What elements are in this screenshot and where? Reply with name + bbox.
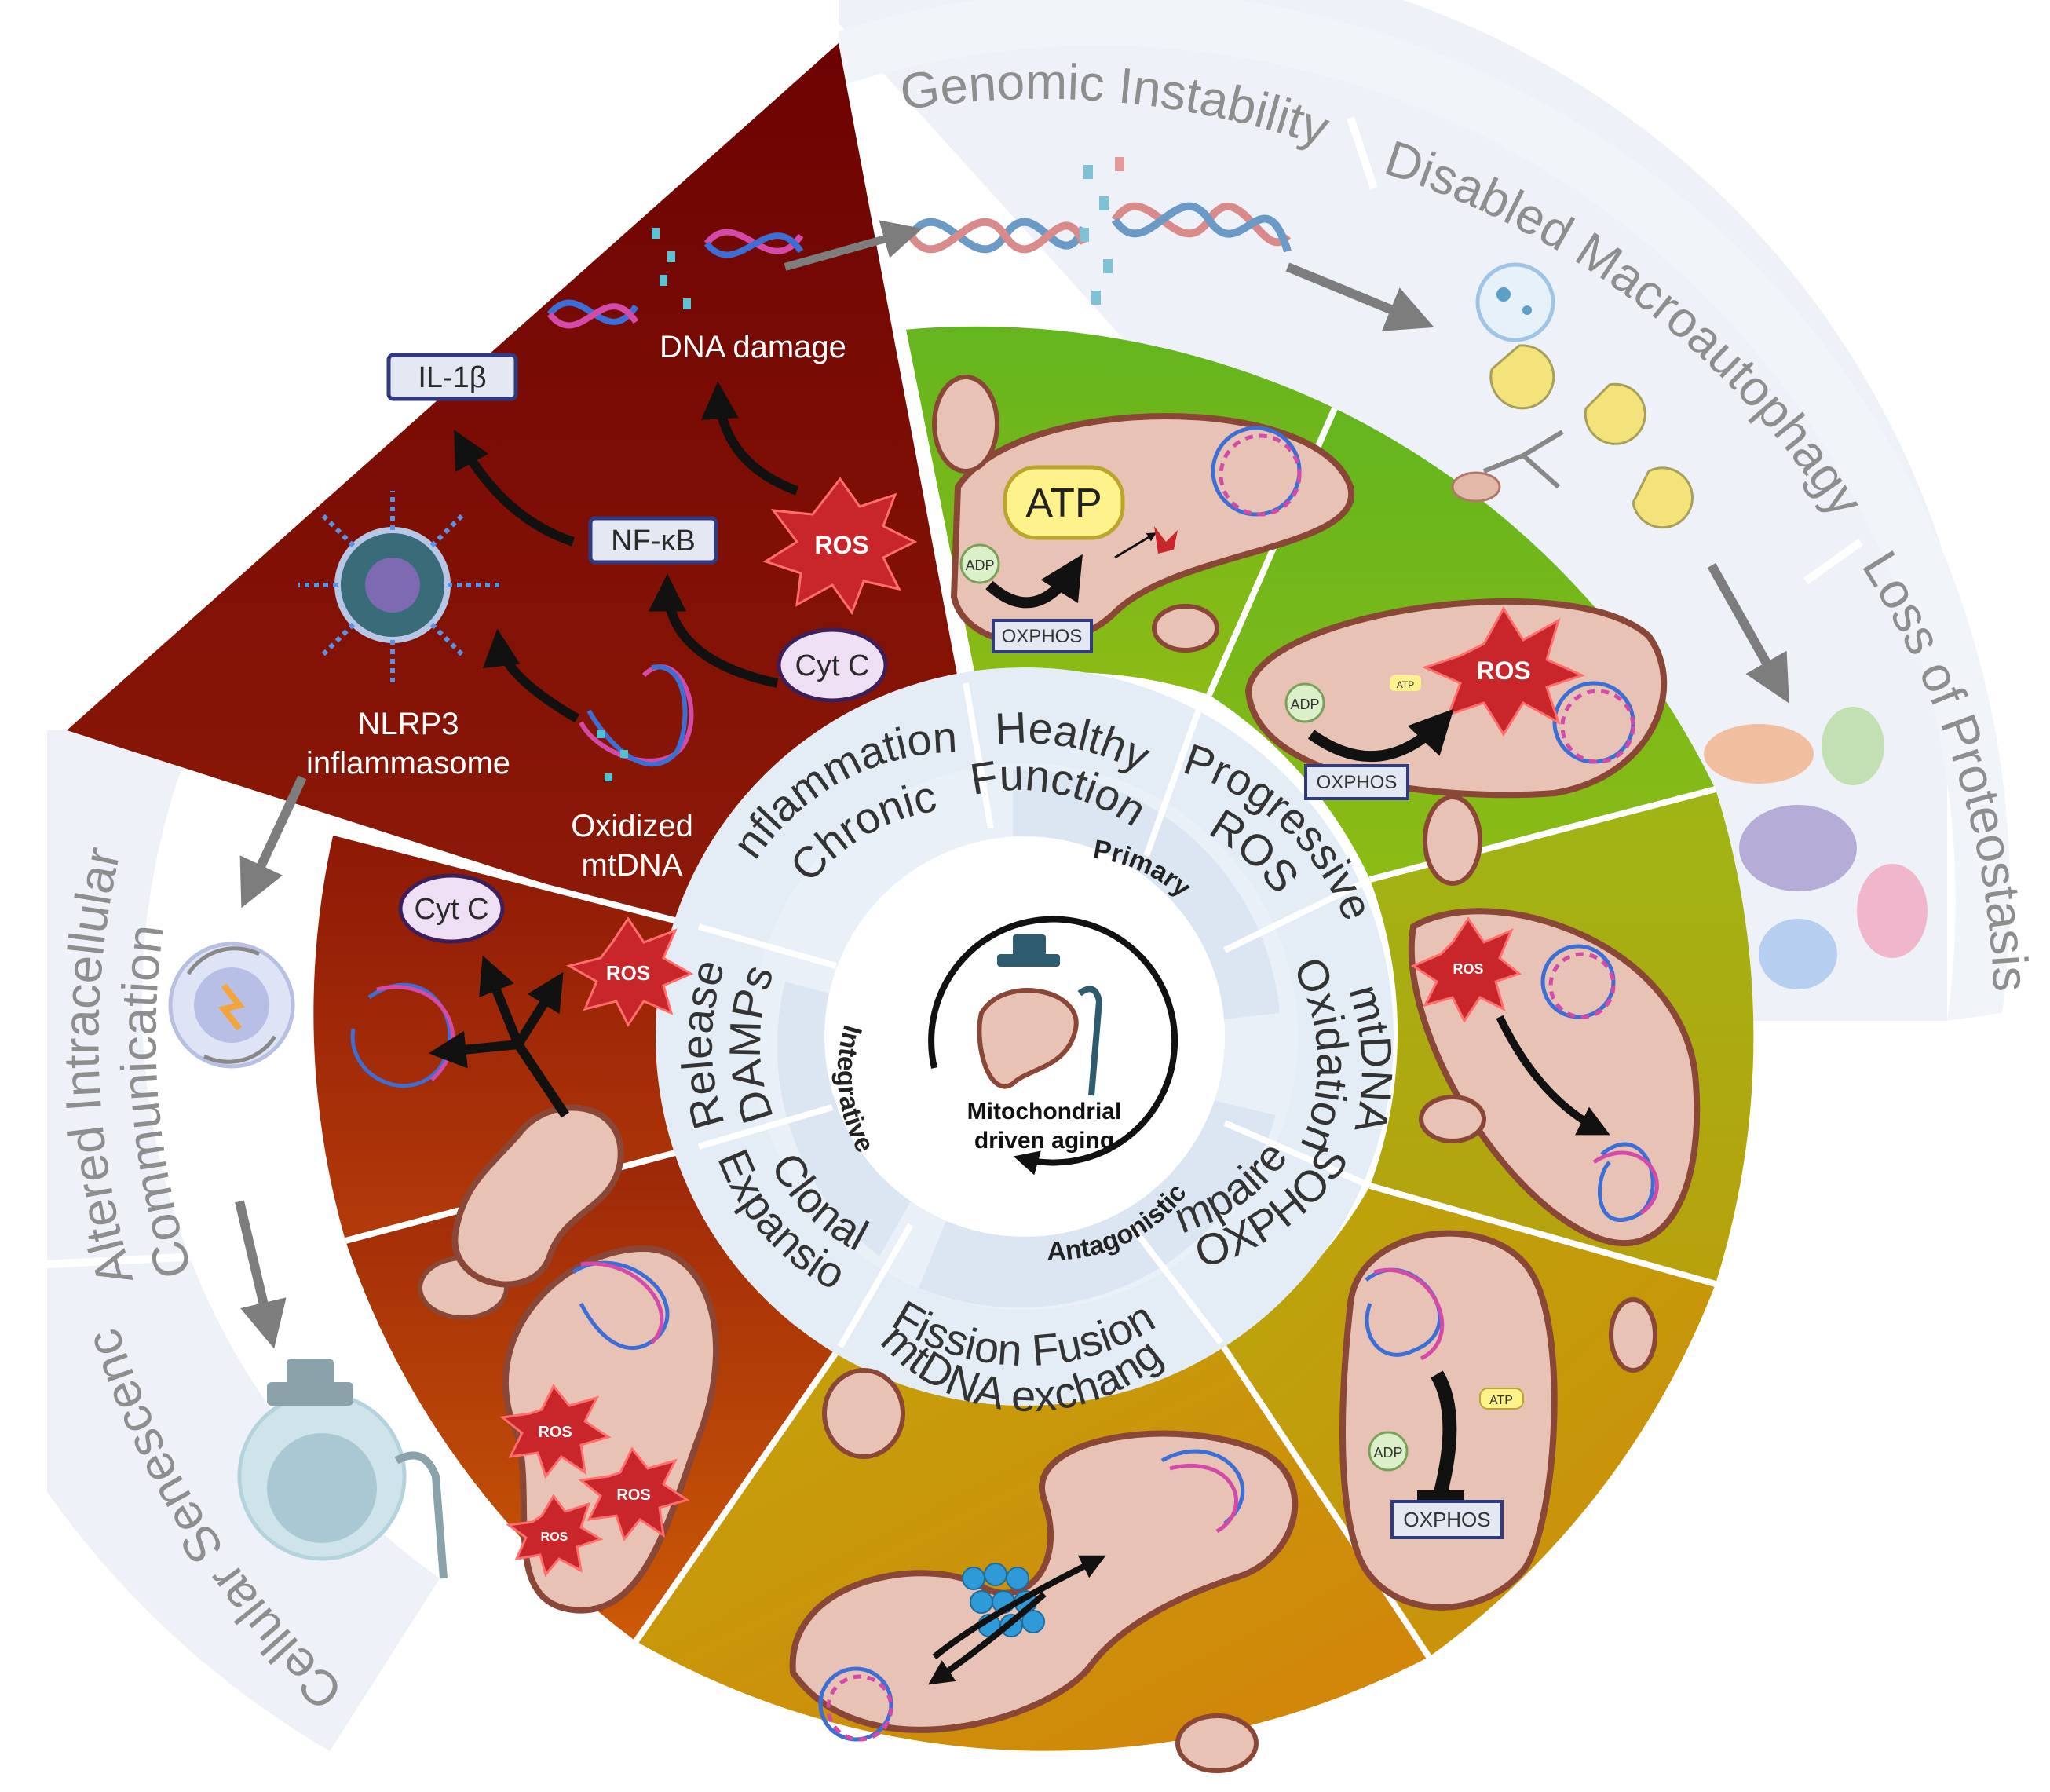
nlrp3-inflammasome-icon xyxy=(298,491,502,683)
svg-text:ROS: ROS xyxy=(538,1424,572,1441)
healthy-content: ATP ADP OXPHOS xyxy=(932,375,1355,653)
svg-text:ATP: ATP xyxy=(1025,481,1102,526)
dna-damage-icon xyxy=(546,228,804,329)
svg-text:ROS: ROS xyxy=(606,961,650,985)
ros-label-progressive: ROS xyxy=(1476,656,1530,685)
svg-text:ROS: ROS xyxy=(541,1531,568,1544)
adp-label-impaired: ADP xyxy=(1373,1445,1402,1461)
svg-text:IL-1β: IL-1β xyxy=(418,361,486,394)
progressive-content: ROS ADP ATP OXPHOS xyxy=(1244,598,1668,886)
svg-text:Cyt C: Cyt C xyxy=(415,893,489,926)
dna-helix-icon xyxy=(907,157,1292,305)
ros-burst-clonal-1: ROS xyxy=(499,1384,612,1479)
svg-text:Cyt C: Cyt C xyxy=(795,649,870,682)
svg-text:ROS: ROS xyxy=(616,1487,650,1504)
atp-label-impaired: ATP xyxy=(1489,1394,1513,1407)
nfkb-box: NF-κB xyxy=(588,516,718,565)
label-oxidized-2: mtDNA xyxy=(582,848,683,883)
intracellular-communication-icon xyxy=(168,942,295,1069)
atp-label-progressive: ATP xyxy=(1397,679,1414,690)
ros-burst-icon: ROS xyxy=(762,477,918,616)
arrow-dna-to-genomic xyxy=(784,220,923,271)
center-aging-icon: Mitochondrial driven aging xyxy=(928,916,1178,1176)
atp-label: ATP xyxy=(1003,465,1125,540)
svg-text:OXPHOS: OXPHOS xyxy=(1317,772,1398,793)
arrow-genomic-to-macro xyxy=(1285,262,1434,331)
il1b-box: IL-1β xyxy=(386,353,518,401)
ros-burst-clonal-2: ROS xyxy=(578,1446,690,1542)
oxphos-box: OXPHOS xyxy=(992,619,1093,653)
impaired-oxphos-content: ADP ATP OXPHOS xyxy=(1339,1230,1657,1611)
svg-text:OXPHOS: OXPHOS xyxy=(1002,626,1083,647)
center-label-2: driven aging xyxy=(974,1128,1114,1154)
label-dna-damage: DNA damage xyxy=(660,330,846,364)
macroautophagy-icon xyxy=(1451,262,1694,529)
center-label-1: Mitochondrial xyxy=(967,1099,1122,1125)
cytc-oval-damps: Cyt C xyxy=(398,873,505,944)
senescent-cell-icon xyxy=(237,1359,448,1579)
ros-burst-damps: ROS xyxy=(566,916,694,1027)
ros-label-mtdna: ROS xyxy=(1453,961,1483,977)
label-nlrp3-1: NLRP3 xyxy=(358,707,459,741)
adp-label: ADP xyxy=(965,558,994,573)
oxphos-box-progressive: OXPHOS xyxy=(1304,764,1409,800)
inflammation-content: DNA damage IL-1β NF-κB ROS Cyt C xyxy=(298,220,923,883)
arrow-inflammation-to-communication xyxy=(239,775,307,909)
sector-dividers xyxy=(333,329,1717,1659)
ros-burst-clonal-3: ROS xyxy=(506,1494,604,1578)
oxidized-mtdna-icon xyxy=(579,664,694,781)
misfolded-proteins-icon xyxy=(1704,707,1928,989)
label-nlrp3-2: inflammasome xyxy=(306,746,510,781)
adp-label-progressive: ADP xyxy=(1290,697,1319,712)
svg-text:ROS: ROS xyxy=(814,531,868,559)
arrow-communication-to-senescence xyxy=(235,1200,287,1349)
inflammation-arrows xyxy=(454,381,799,723)
svg-text:OXPHOS: OXPHOS xyxy=(1403,1508,1490,1531)
svg-text:NF-κB: NF-κB xyxy=(611,525,696,558)
mtdna-oxidation-content: ROS xyxy=(1408,908,1701,1246)
arrow-macro-to-proteostasis xyxy=(1707,563,1789,704)
cytc-oval: Cyt C xyxy=(777,627,888,703)
oxphos-box-impaired: OXPHOS xyxy=(1390,1500,1504,1539)
damps-content: Cyt C ROS xyxy=(350,873,694,1288)
label-oxidized-1: Oxidized xyxy=(571,809,693,843)
fission-fusion-content xyxy=(789,1368,1299,1773)
sector-chronic-inflammation-panel xyxy=(67,43,959,931)
